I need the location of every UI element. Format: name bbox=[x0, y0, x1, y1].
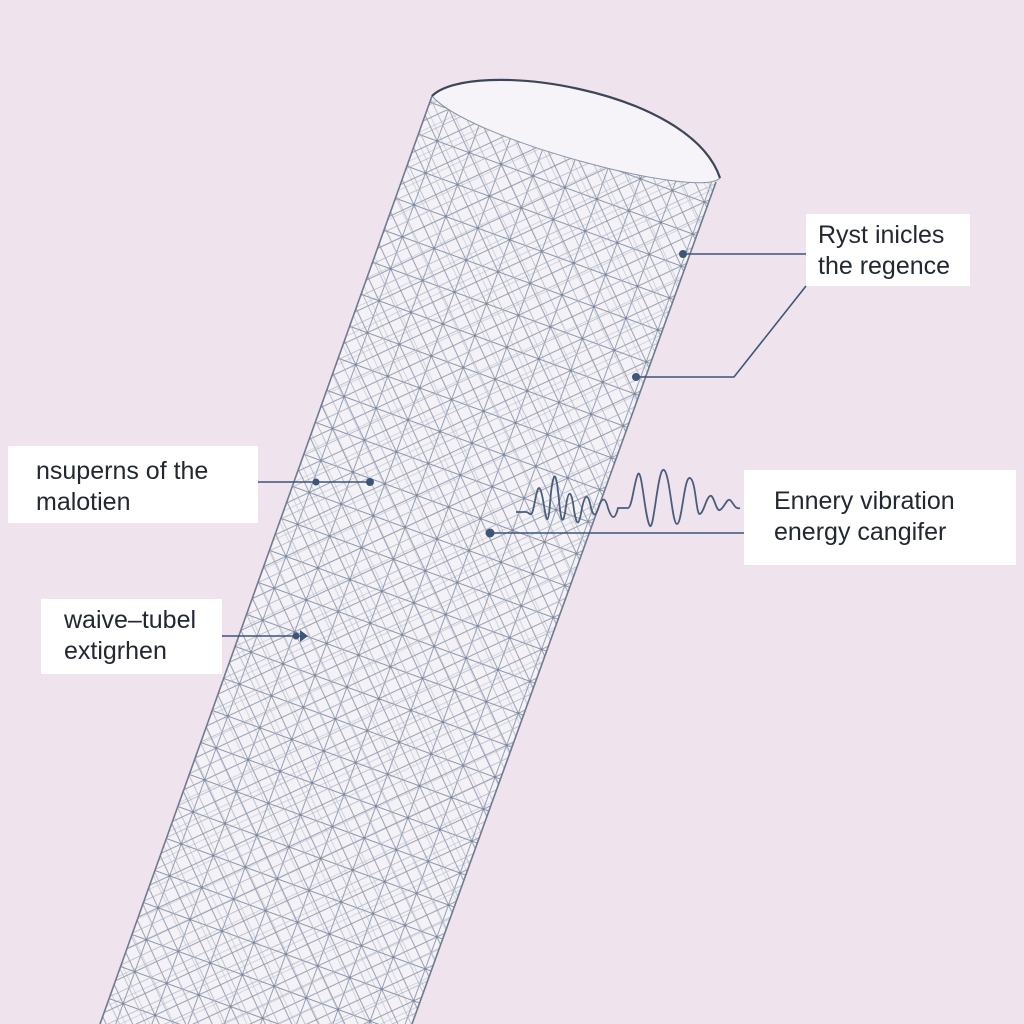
label-bottom-left-line2: extigrhen bbox=[64, 637, 167, 665]
label-middle-right: Ennery vibration energy cangifer bbox=[744, 470, 1016, 565]
pointer-dot-middle-left bbox=[312, 478, 320, 486]
label-top-right: Ryst inicles the regence bbox=[806, 214, 970, 286]
pointer-dot-middle-right bbox=[485, 528, 495, 538]
label-middle-left-line1: nsuperns of the bbox=[36, 457, 209, 485]
label-middle-right-line1: Ennery vibration bbox=[774, 487, 955, 515]
pointer-dot-top-right-2 bbox=[632, 373, 640, 381]
pointer-dot-top-right bbox=[679, 250, 687, 258]
label-top-right-line1: Ryst inicles bbox=[818, 221, 945, 249]
label-middle-right-line2: energy cangifer bbox=[774, 518, 947, 546]
label-top-right-line2: the regence bbox=[818, 252, 951, 280]
tube-left-edge bbox=[99, 95, 433, 1024]
pointer-dot-bottom-left bbox=[292, 632, 300, 640]
label-bottom-left: waive–tubel extigrhen bbox=[41, 599, 222, 674]
leader-top-right bbox=[634, 253, 807, 378]
pointer-dot-middle-left-2 bbox=[366, 478, 374, 486]
label-middle-left: nsuperns of the malotien bbox=[8, 446, 258, 523]
pointer-arrow-bottom-left bbox=[300, 630, 308, 642]
label-bottom-left-line1: waive–tubel bbox=[64, 606, 197, 634]
vibration-wave bbox=[516, 469, 741, 527]
tube-right-edge bbox=[411, 181, 717, 1024]
label-middle-left-line2: malotien bbox=[36, 488, 131, 516]
